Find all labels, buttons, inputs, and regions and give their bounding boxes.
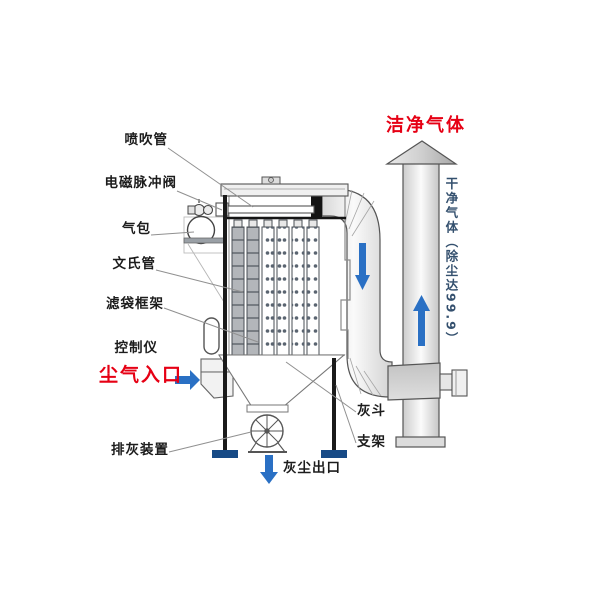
air-reservoir [183, 215, 227, 303]
outlet-arrow-down-icon [260, 455, 278, 484]
label-blow-pipe: 喷吹管 [124, 132, 168, 148]
top-lid [220, 176, 349, 197]
ash-hopper-shape [217, 354, 346, 413]
stack-flow-arrow-up-icon [413, 295, 430, 346]
inlet-arrow-right-icon [175, 370, 200, 390]
leg-foot [321, 450, 347, 458]
filter-bags [231, 219, 320, 357]
stack-cone-cap [384, 140, 458, 165]
label-dust-inlet: 尘气入口 [99, 364, 184, 386]
label-venturi-tube: 文氏管 [112, 256, 156, 272]
stack-base-flange [395, 436, 446, 448]
leg-foot [212, 450, 238, 458]
baghouse-chamber [183, 176, 351, 458]
label-controller: 控制仪 [114, 340, 158, 356]
label-clean-gas-note: 干净气体（除尘达99.9） [443, 177, 459, 347]
label-bag-cage: 滤袋框架 [106, 296, 164, 312]
pulse-valve [187, 199, 214, 217]
label-clean-gas: 洁净气体 [386, 115, 466, 136]
duct-connector [311, 195, 322, 217]
support-legs [212, 195, 347, 458]
label-dust-outlet: 灰尘出口 [283, 460, 341, 476]
fan-housing [387, 362, 468, 401]
filter-bag-shaded [246, 226, 260, 357]
rotary-valve [248, 414, 287, 453]
blow-pipe [215, 202, 315, 217]
motor [451, 369, 468, 397]
label-ash-discharge: 排灰装置 [111, 442, 169, 458]
label-air-bag: 气包 [122, 221, 151, 237]
duct-flow-arrow-down-icon [355, 243, 370, 290]
airbag-shelf [183, 237, 227, 244]
casing-right-wall [340, 196, 351, 359]
leader-lines [150, 147, 357, 453]
label-support-frame: 支架 [357, 434, 386, 450]
motor-shaft [439, 373, 453, 391]
label-pulse-valve: 电磁脉冲阀 [104, 175, 177, 191]
flow-arrows [175, 243, 430, 484]
label-ash-hopper: 灰斗 [357, 403, 386, 419]
duct-segment-lines [344, 189, 382, 397]
